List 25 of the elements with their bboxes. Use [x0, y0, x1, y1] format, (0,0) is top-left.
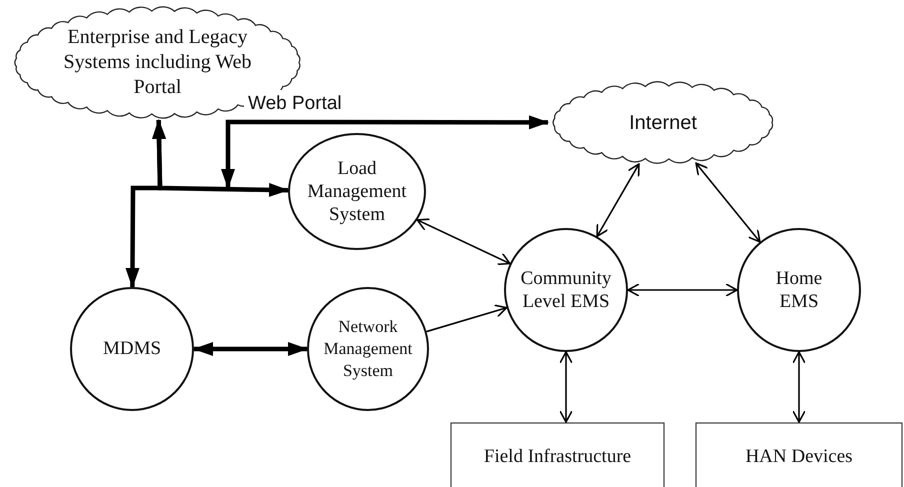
circle-node — [70, 287, 194, 411]
ellipse-node — [288, 133, 426, 250]
circle-node — [504, 228, 628, 352]
node-label: Field Infrastructure — [484, 444, 632, 469]
arrow — [126, 119, 166, 288]
arrow — [221, 115, 549, 189]
process-box — [450, 422, 665, 487]
arrow — [695, 162, 761, 243]
node-label: Internet — [629, 110, 697, 136]
arrow — [596, 163, 640, 238]
node-label: Network Management System — [322, 316, 414, 382]
arrow — [627, 283, 738, 297]
node-label: MDMS — [102, 336, 162, 361]
circle-node — [307, 287, 429, 411]
arrow — [792, 351, 806, 423]
node-label: Home EMS — [774, 267, 824, 313]
process-box — [695, 422, 903, 487]
node-label: Community Level EMS — [520, 267, 612, 313]
arrow — [426, 304, 508, 332]
arrow — [559, 351, 573, 423]
node-label: HAN Devices — [745, 444, 853, 469]
node-label: Load Management System — [306, 157, 408, 226]
circle-node — [737, 228, 861, 352]
arrow — [416, 218, 511, 266]
arrow — [193, 342, 308, 356]
